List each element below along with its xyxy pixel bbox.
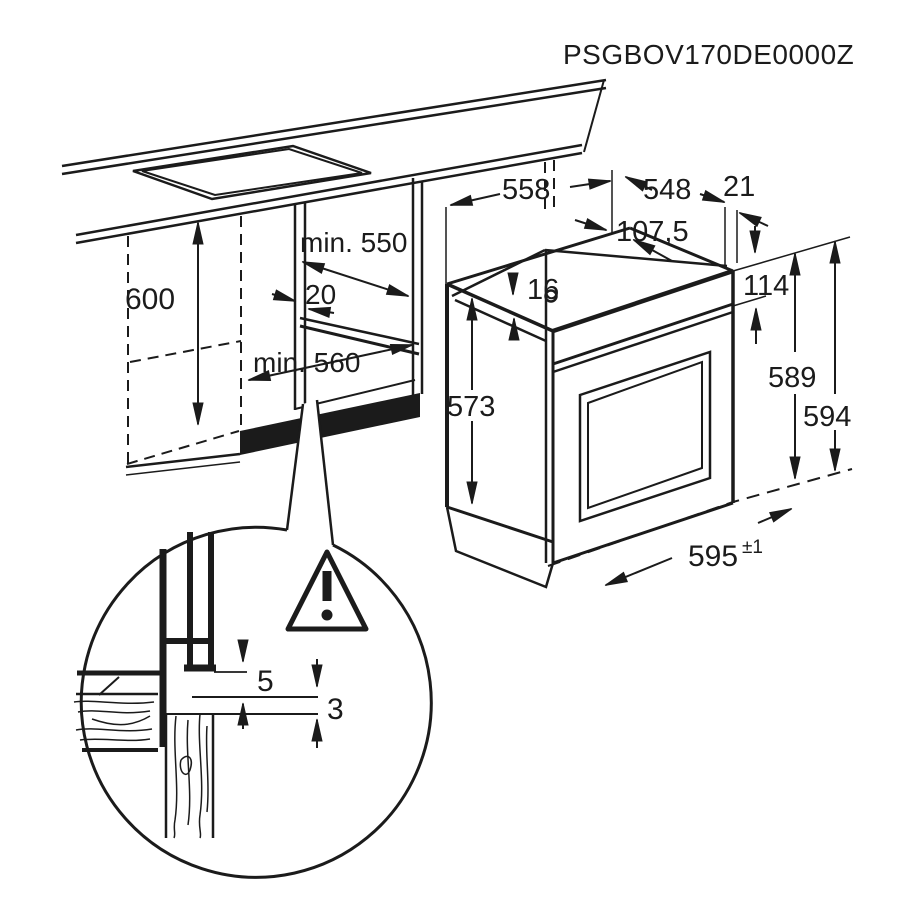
dimension-niche-depth: min. 550 <box>300 227 410 297</box>
control-panel-lower-edge <box>552 302 734 366</box>
detail-pointer <box>285 399 335 546</box>
shelf-depth-label: min. 560 <box>253 347 360 378</box>
base-reference-line <box>547 468 853 567</box>
oven-top-width-label: 548 <box>643 174 691 206</box>
wood-grain-worktop <box>73 700 155 742</box>
warning-exclamation-dot <box>321 609 333 621</box>
front-width-tolerance-label: ±1 <box>742 537 763 558</box>
overall-height-label: 594 <box>803 401 851 433</box>
detail-circle: 5 3 <box>73 525 433 879</box>
worktop-front-edge <box>75 143 583 237</box>
height-to-ledge-label: 589 <box>768 362 816 394</box>
oven-top-back-edge <box>446 226 631 286</box>
door-window-outer <box>578 350 712 523</box>
gap-above-label: 5 <box>257 665 274 698</box>
dimension-oven-top-depth: 558 <box>449 174 612 206</box>
oven-frame-top-edge <box>552 268 734 334</box>
cable-position-label: 107,5 <box>616 216 689 248</box>
gap-below-label: 3 <box>327 693 344 726</box>
oven-drawing <box>445 226 853 589</box>
cable-grommet <box>544 289 558 303</box>
top-recess-label: 16 <box>527 274 559 306</box>
wood-grain-panel <box>173 713 209 839</box>
plinth-panel <box>240 393 420 455</box>
cabinet-height-label: 600 <box>125 283 175 316</box>
dimension-top-recess: 16 <box>507 272 559 341</box>
niche-shelf <box>299 316 420 346</box>
dimension-gap-above: 5 <box>237 639 274 729</box>
dimension-rear-clearance: 21 <box>723 171 769 228</box>
floor-line <box>125 452 241 469</box>
model-code-label: PSGBOV170DE0000Z <box>563 39 854 70</box>
dimension-side-height: 573 <box>447 297 495 505</box>
dimension-gap-below: 3 <box>311 659 344 748</box>
cabinet-drawing <box>125 160 555 476</box>
hob-cutout-outer <box>132 144 372 201</box>
dimension-cabinet-height: 600 <box>125 221 204 426</box>
oven-bottom-left-edge <box>446 505 554 544</box>
warning-triangle-outline <box>285 549 369 632</box>
worktop-drawing <box>61 78 607 245</box>
front-width-label: 595 <box>688 540 738 573</box>
oven-top-left-edge <box>446 282 554 333</box>
oven-top-depth-label: 558 <box>502 174 550 206</box>
detail-circle-outline <box>79 525 433 879</box>
warning-triangle-icon <box>285 549 369 632</box>
oven-body-top-edge <box>451 248 546 298</box>
side-height-label: 573 <box>447 391 495 423</box>
dimension-shelf-depth: min. 560 <box>247 344 414 381</box>
shelf-setback-label: 20 <box>305 279 336 310</box>
rear-clearance-label: 21 <box>723 171 755 203</box>
oven-foot <box>445 506 555 589</box>
oven-door-bottom-edge <box>552 501 734 565</box>
hob-cutout-inner <box>141 147 363 197</box>
dimension-overall-height: 594 <box>803 240 851 472</box>
dimension-cable-position: 107,5 <box>574 216 689 262</box>
worktop-back-edge <box>61 78 607 168</box>
dimension-height-to-ledge: 589 <box>768 252 816 480</box>
control-panel-height-label: 114 <box>743 270 789 302</box>
dimension-front-width: 595 ±1 <box>604 508 793 586</box>
dimension-oven-top-width: 548 <box>624 174 726 206</box>
door-window-inner <box>587 360 703 510</box>
niche-depth-label: min. 550 <box>300 227 407 258</box>
dimension-control-panel-height: 114 <box>743 226 789 344</box>
dimension-shelf-setback: 20 <box>271 279 336 318</box>
